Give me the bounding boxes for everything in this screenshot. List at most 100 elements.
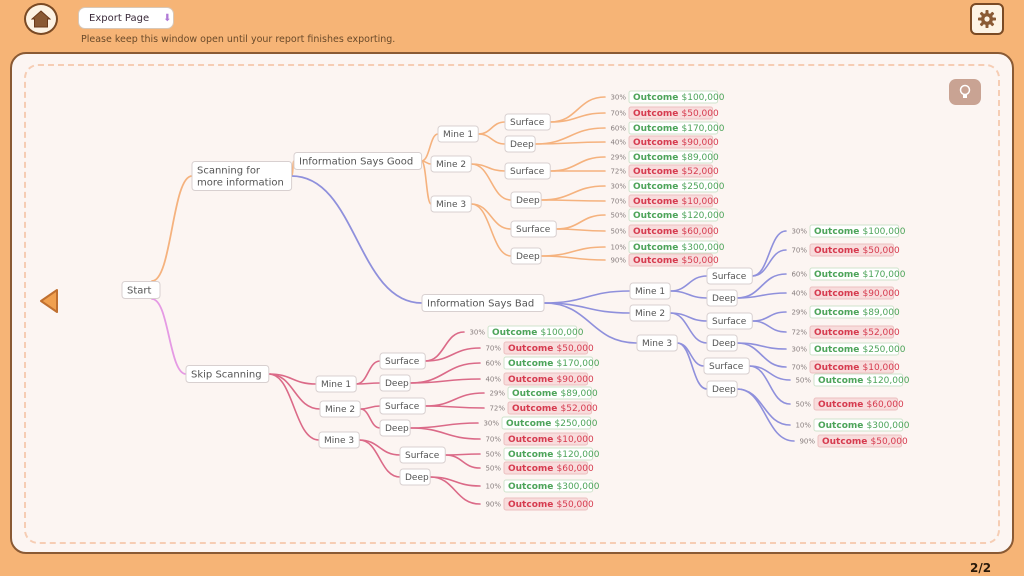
skip-deep-node[interactable]: Deep <box>379 374 411 392</box>
outcome-bad[interactable]: Outcome $50,000 <box>809 243 900 257</box>
probability-label: 30% <box>791 228 807 236</box>
start-node[interactable]: Start <box>121 281 161 299</box>
outcome-good[interactable]: Outcome $170,000 <box>628 121 725 135</box>
link-skip-outcome <box>409 378 481 384</box>
outcome-box <box>503 356 594 370</box>
hint-button[interactable] <box>949 79 981 105</box>
bad-surface-node-box <box>706 267 753 285</box>
bad-deep-node[interactable]: Deep <box>706 380 738 398</box>
info-good-node[interactable]: Information Says Good <box>293 152 423 170</box>
link-bad-outcome <box>751 320 787 333</box>
back-button[interactable] <box>37 287 61 315</box>
good-surface-node[interactable]: Surface <box>504 162 551 180</box>
bad-surface-node[interactable]: Surface <box>706 267 753 285</box>
link-good-mine <box>420 133 439 162</box>
outcome-good[interactable]: Outcome $89,000 <box>507 386 598 400</box>
outcome-text: Outcome $52,000 <box>814 328 900 338</box>
outcome-bad[interactable]: Outcome $50,000 <box>817 434 908 448</box>
probability-label: 72% <box>610 168 626 176</box>
outcome-bad[interactable]: Outcome $50,000 <box>628 106 719 120</box>
outcome-good[interactable]: Outcome $250,000 <box>628 179 725 193</box>
bad-mine-2[interactable]: Mine 2 <box>629 304 671 322</box>
skip-surface-node[interactable]: Surface <box>379 397 426 415</box>
outcome-bad[interactable]: Outcome $60,000 <box>628 224 719 238</box>
skip-surface-node[interactable]: Surface <box>399 446 446 464</box>
outcome-good[interactable]: Outcome $300,000 <box>628 240 725 254</box>
outcome-bad[interactable]: Outcome $52,000 <box>809 325 900 339</box>
outcome-bad[interactable]: Outcome $90,000 <box>503 372 594 386</box>
outcome-bad[interactable]: Outcome $10,000 <box>628 194 719 208</box>
skip-mine-3[interactable]: Mine 3 <box>318 431 360 449</box>
bad-mine-3[interactable]: Mine 3 <box>636 334 678 352</box>
outcome-bad[interactable]: Outcome $50,000 <box>503 497 594 511</box>
outcome-good[interactable]: Outcome $120,000 <box>503 447 600 461</box>
outcome-good[interactable]: Outcome $100,000 <box>628 90 725 104</box>
outcome-text: Outcome $89,000 <box>814 308 900 318</box>
outcome-good[interactable]: Outcome $120,000 <box>628 208 725 222</box>
skip-mine-1[interactable]: Mine 1 <box>315 375 357 393</box>
bad-surface-node-label: Surface <box>712 272 747 282</box>
outcome-good[interactable]: Outcome $100,000 <box>487 325 584 339</box>
good-mine-2[interactable]: Mine 2 <box>430 155 472 173</box>
good-mine-3[interactable]: Mine 3 <box>430 195 472 213</box>
outcome-bad[interactable]: Outcome $90,000 <box>809 286 900 300</box>
outcome-bad[interactable]: Outcome $52,000 <box>507 401 598 415</box>
outcome-good[interactable]: Outcome $100,000 <box>809 224 906 238</box>
outcome-good[interactable]: Outcome $120,000 <box>813 373 910 387</box>
link-bad-outcome <box>736 388 791 426</box>
bad-surface-node[interactable]: Surface <box>703 357 750 375</box>
link-bad-outcome <box>736 388 795 442</box>
skip-deep-node[interactable]: Deep <box>379 419 411 437</box>
good-deep-node[interactable]: Deep <box>510 191 542 209</box>
skip-surface-node-label: Surface <box>385 402 420 412</box>
bad-mine-3-label: Mine 3 <box>642 339 672 349</box>
bad-deep-node[interactable]: Deep <box>706 334 738 352</box>
bad-surface-node[interactable]: Surface <box>706 312 753 330</box>
skip-deep-node-label: Deep <box>385 424 409 434</box>
outcome-good[interactable]: Outcome $89,000 <box>809 305 900 319</box>
outcome-good[interactable]: Outcome $300,000 <box>503 479 600 493</box>
link-bad-outcome <box>751 311 787 322</box>
outcome-good[interactable]: Outcome $170,000 <box>809 267 906 281</box>
skip-surface-node[interactable]: Surface <box>379 352 426 370</box>
good-deep-node[interactable]: Deep <box>510 247 542 265</box>
export-page-button[interactable]: Export Page ⬇ <box>78 7 174 29</box>
outcome-good[interactable]: Outcome $89,000 <box>628 150 719 164</box>
link-skip-mine <box>268 373 320 441</box>
good-mine-1[interactable]: Mine 1 <box>437 125 479 143</box>
bad-mine-1[interactable]: Mine 1 <box>629 282 671 300</box>
settings-button[interactable] <box>970 3 1004 35</box>
good-mine-1-label: Mine 1 <box>443 130 473 140</box>
skip-mine-2[interactable]: Mine 2 <box>319 400 361 418</box>
outcome-box <box>813 373 904 387</box>
outcome-bad[interactable]: Outcome $52,000 <box>628 164 719 178</box>
outcome-bad[interactable]: Outcome $60,000 <box>813 397 904 411</box>
outcome-bad[interactable]: Outcome $60,000 <box>503 461 594 475</box>
good-surface-node[interactable]: Surface <box>510 220 557 238</box>
outcome-bad[interactable]: Outcome $90,000 <box>628 135 719 149</box>
bad-surface-node-box <box>706 312 753 330</box>
good-surface-node[interactable]: Surface <box>504 113 551 131</box>
link-bad-depth <box>669 290 708 299</box>
skip-scanning-node[interactable]: Skip Scanning <box>185 365 270 383</box>
good-deep-node[interactable]: Deep <box>504 135 536 153</box>
outcome-box <box>628 194 714 208</box>
home-button[interactable] <box>24 3 58 35</box>
outcome-bad[interactable]: Outcome $10,000 <box>503 432 594 446</box>
outcome-good[interactable]: Outcome $300,000 <box>813 418 910 432</box>
outcome-good[interactable]: Outcome $250,000 <box>501 416 598 430</box>
outcome-good[interactable]: Outcome $250,000 <box>809 342 906 356</box>
outcome-bad[interactable]: Outcome $50,000 <box>628 253 719 267</box>
skip-deep-node[interactable]: Deep <box>399 468 431 486</box>
outcome-bad[interactable]: Outcome $10,000 <box>809 360 900 374</box>
outcome-good[interactable]: Outcome $170,000 <box>503 356 600 370</box>
outcome-box <box>628 121 719 135</box>
outcome-text: Outcome $100,000 <box>814 227 906 237</box>
outcome-bad[interactable]: Outcome $50,000 <box>503 341 594 355</box>
bad-deep-node[interactable]: Deep <box>706 289 738 307</box>
info-bad-node[interactable]: Information Says Bad <box>421 294 545 312</box>
probability-label: 10% <box>795 422 811 430</box>
outcome-text: Outcome $100,000 <box>492 328 584 338</box>
page-indicator: 2/2 <box>970 561 992 575</box>
